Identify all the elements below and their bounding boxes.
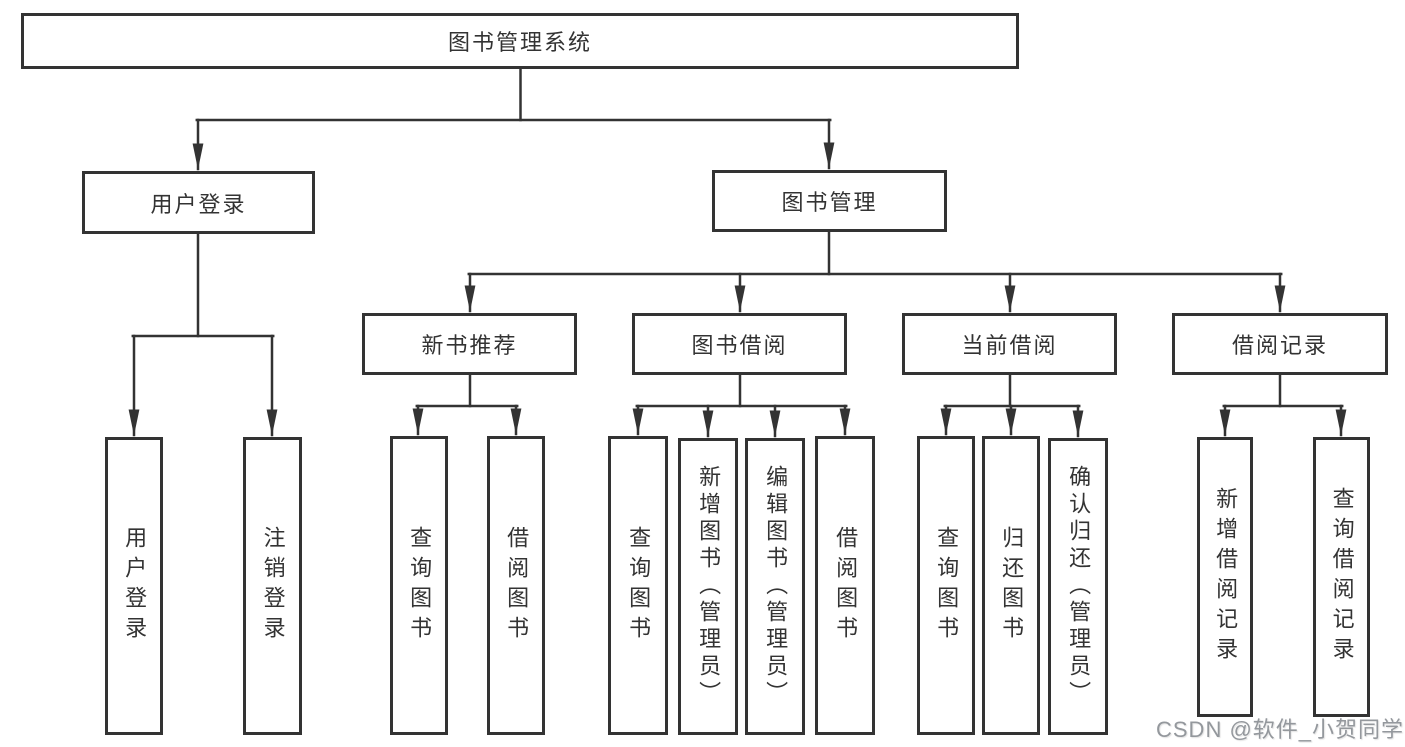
leaf-nb-borrow: 借阅图书 bbox=[487, 436, 545, 735]
node-book-borrow: 图书借阅 bbox=[632, 313, 847, 375]
node-current-borrow-label: 当前借阅 bbox=[961, 333, 1058, 358]
leaf-cb-query: 查询图书 bbox=[917, 436, 975, 735]
node-root-label: 图书管理系统 bbox=[447, 30, 592, 55]
leaf-bb-borrow: 借阅图书 bbox=[815, 436, 875, 735]
leaf-bb-borrow-label: 借阅图书 bbox=[833, 525, 859, 646]
leaf-cb-return-label: 归还图书 bbox=[999, 525, 1025, 646]
leaf-user-login-label: 用户登录 bbox=[122, 526, 148, 646]
csdn-watermark: CSDN @软件_小贺同学 bbox=[1156, 717, 1405, 742]
leaf-bb-add-label: 新增图书（管理员） bbox=[696, 465, 722, 708]
node-current-borrow: 当前借阅 bbox=[902, 313, 1117, 375]
leaf-cb-confirm-label: 确认归还（管理员） bbox=[1066, 465, 1092, 708]
leaf-logout: 注销登录 bbox=[243, 437, 302, 735]
leaf-nb-query: 查询图书 bbox=[390, 436, 448, 735]
leaf-br-add: 新增借阅记录 bbox=[1197, 437, 1253, 717]
leaf-cb-query-label: 查询图书 bbox=[934, 525, 960, 646]
node-book-mgmt: 图书管理 bbox=[712, 170, 947, 232]
leaf-bb-query: 查询图书 bbox=[608, 436, 668, 735]
leaf-nb-query-label: 查询图书 bbox=[407, 525, 433, 646]
leaf-cb-confirm: 确认归还（管理员） bbox=[1048, 438, 1108, 735]
leaf-logout-label: 注销登录 bbox=[260, 526, 286, 646]
node-user-login-label: 用户登录 bbox=[150, 191, 247, 217]
node-borrow-records-label: 借阅记录 bbox=[1231, 333, 1328, 358]
leaf-br-query-label: 查询借阅记录 bbox=[1329, 487, 1355, 667]
node-book-borrow-label: 图书借阅 bbox=[691, 333, 788, 358]
leaf-bb-add: 新增图书（管理员） bbox=[678, 438, 738, 735]
node-user-login: 用户登录 bbox=[82, 171, 315, 234]
leaf-br-add-label: 新增借阅记录 bbox=[1213, 487, 1239, 667]
leaf-cb-return: 归还图书 bbox=[982, 436, 1040, 735]
leaf-nb-borrow-label: 借阅图书 bbox=[504, 525, 530, 646]
leaf-br-query: 查询借阅记录 bbox=[1313, 437, 1370, 717]
node-new-book-rec: 新书推荐 bbox=[362, 313, 577, 375]
node-borrow-records: 借阅记录 bbox=[1172, 313, 1388, 375]
leaf-user-login: 用户登录 bbox=[105, 437, 163, 735]
leaf-bb-edit: 编辑图书（管理员） bbox=[745, 438, 805, 735]
node-new-book-rec-label: 新书推荐 bbox=[421, 333, 518, 358]
node-root: 图书管理系统 bbox=[21, 13, 1019, 69]
leaf-bb-query-label: 查询图书 bbox=[626, 525, 652, 646]
node-book-mgmt-label: 图书管理 bbox=[781, 190, 878, 215]
leaf-bb-edit-label: 编辑图书（管理员） bbox=[763, 465, 789, 708]
